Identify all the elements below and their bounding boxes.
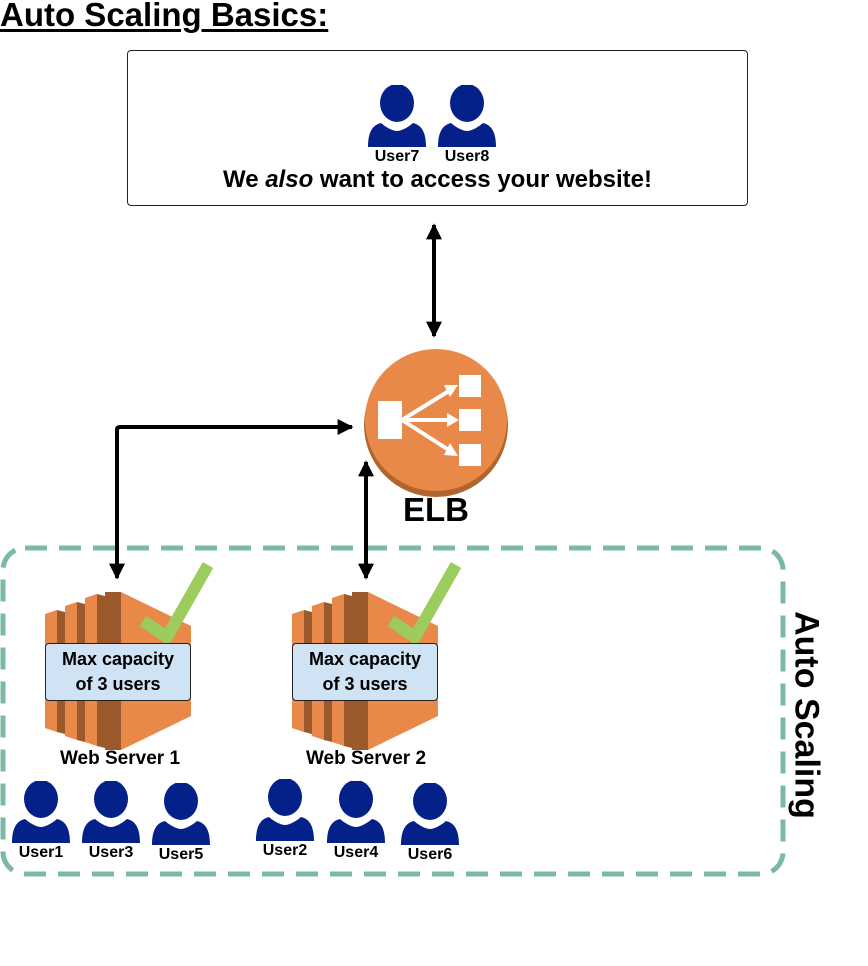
caption-text: We — [222, 166, 266, 193]
caption-emphasis: also — [265, 166, 314, 193]
user-label: User2 — [262, 842, 308, 859]
user-icon — [327, 781, 385, 843]
caption-text: want to access your website! — [313, 166, 653, 193]
capacity-text: Max capacity — [308, 649, 422, 669]
user-icon — [438, 85, 496, 147]
arrow-elb-server1 — [109, 419, 354, 580]
web-server-1-label: Web Server 1 — [59, 748, 181, 769]
checkmark-icon — [387, 562, 462, 646]
web-server-2-label: Web Server 2 — [305, 748, 427, 769]
server-2-capacity-box: Max capacity of 3 users — [292, 643, 438, 701]
page-title: Auto Scaling Basics: — [0, 0, 329, 33]
user-label: User4 — [333, 844, 379, 861]
user-label: User8 — [444, 148, 490, 165]
capacity-text: Max capacity — [61, 649, 175, 669]
user-label: User3 — [88, 844, 134, 861]
new-users-caption: We also want to access your website! — [127, 166, 748, 194]
user-icon — [401, 783, 459, 845]
checkmark-icon — [139, 562, 214, 646]
elastic-load-balancer-icon — [364, 349, 508, 497]
auto-scaling-label-text: Auto Scaling — [787, 611, 826, 819]
user-icon — [256, 779, 314, 841]
server-1-capacity-box: Max capacity of 3 users — [45, 643, 191, 701]
capacity-text: of 3 users — [322, 674, 408, 694]
user-icon — [82, 781, 140, 843]
user-icon — [152, 783, 210, 845]
elb-label: ELB — [403, 491, 469, 528]
user-label: User1 — [18, 844, 64, 861]
auto-scaling-label: Auto Scaling — [776, 605, 836, 825]
user-label: User6 — [407, 846, 453, 863]
user-icon — [12, 781, 70, 843]
user-icon — [368, 85, 426, 147]
user-label: User5 — [158, 846, 204, 863]
user-label: User7 — [374, 148, 420, 165]
capacity-text: of 3 users — [75, 674, 161, 694]
new-users-box — [127, 50, 748, 206]
